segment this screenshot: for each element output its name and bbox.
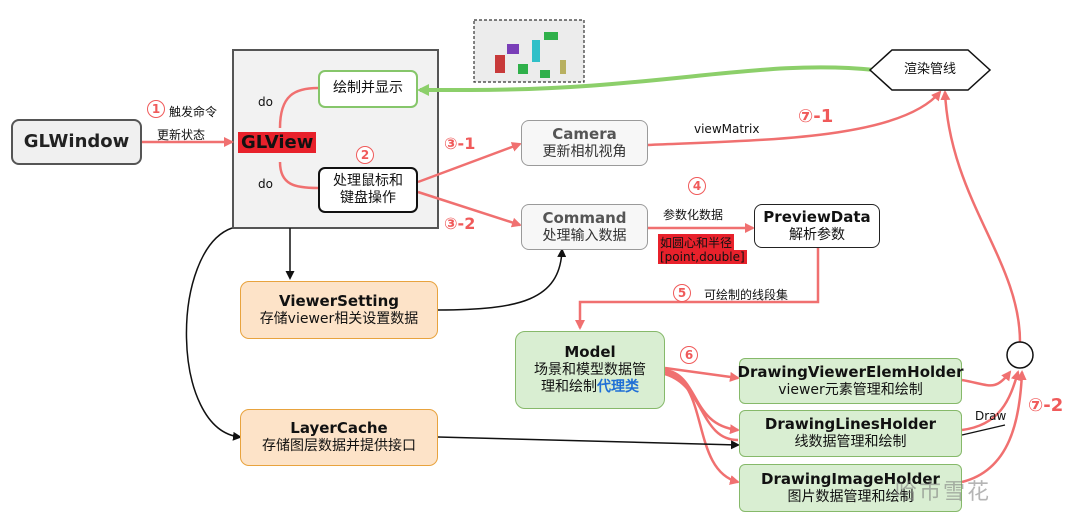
label-view-matrix: viewMatrix [694,122,760,136]
camera-title: Camera [552,124,617,143]
image-holder-title: DrawingImageHolder [761,469,940,488]
model-node: Model 场景和模型数据管 理和绘制代理类 [515,331,665,409]
step-7-1-marker: ⑦-1 [798,106,834,127]
label-update-state: 更新状态 [157,128,206,142]
step-5-marker: 5 [673,284,691,302]
watermark: 哈市雪花 [895,480,992,505]
camera-node: Camera 更新相机视角 [521,120,648,166]
previewdata-title: PreviewData [763,207,871,226]
label-example-line1: 如圆心和半径 [658,234,735,251]
label-trigger: 触发命令 [169,105,218,119]
render-pipeline-hexagon [868,49,992,91]
image-holder-subtitle: 图片数据管理和绘制 [787,488,914,505]
glwindow-node: GLWindow [11,119,142,165]
label-example-line2: [point,double] [658,250,747,264]
preview-thumbnail [473,19,585,83]
model-subtitle-plain: 理和绘制 [541,379,597,396]
image-holder-node: DrawingImageHolder 图片数据管理和绘制 [739,464,962,512]
junction-circle [1006,341,1034,369]
step-7-2-marker: ⑦-2 [1028,395,1064,416]
handle-input-node: 处理鼠标和 键盘操作 [318,167,418,213]
previewdata-subtitle: 解析参数 [789,226,845,243]
step-1-marker: 1 [147,100,165,118]
step-3-1-marker: ③-1 [444,134,476,153]
layercache-node: LayerCache 存储图层数据并提供接口 [240,409,438,466]
previewdata-node: PreviewData 解析参数 [754,204,880,248]
command-subtitle: 处理输入数据 [542,227,627,244]
model-subtitle-line1: 场景和模型数据管 [534,361,646,378]
step-6-marker: 6 [680,346,698,364]
lines-holder-node: DrawingLinesHolder 线数据管理和绘制 [739,410,962,457]
lines-holder-title: DrawingLinesHolder [764,415,937,434]
step-4-marker: 4 [688,177,706,195]
layercache-title: LayerCache [290,419,388,438]
elem-holder-subtitle: viewer元素管理和绘制 [778,381,923,398]
viewersetting-subtitle: 存储viewer相关设置数据 [259,310,419,327]
elem-holder-node: DrawingViewerElemHolder viewer元素管理和绘制 [737,358,964,404]
layercache-subtitle: 存储图层数据并提供接口 [262,438,416,455]
label-param-data: 参数化数据 [663,208,724,222]
command-title: Command [542,208,627,227]
glview-label: GLView [238,132,317,153]
step-2-marker: 2 [356,146,374,164]
draw-display-node: 绘制并显示 [318,70,418,108]
label-do-bottom: do [258,177,273,191]
step-3-2-marker: ③-2 [444,214,476,233]
label-do-top: do [258,95,273,109]
glwindow-title: GLWindow [23,130,130,152]
model-title: Model [564,343,616,362]
label-draw: Draw [975,409,1007,423]
viewersetting-title: ViewerSetting [279,291,399,310]
label-drawable-lines: 可绘制的线段集 [704,288,789,302]
model-subtitle-line2: 理和绘制代理类 [541,379,639,397]
lines-holder-subtitle: 线数据管理和绘制 [794,434,907,451]
model-subtitle-highlight: 代理类 [597,379,639,396]
render-pipeline-label: 渲染管线 [903,61,956,77]
elem-holder-title: DrawingViewerElemHolder [737,362,964,381]
camera-subtitle: 更新相机视角 [542,143,627,160]
command-node: Command 处理输入数据 [521,204,648,250]
viewersetting-node: ViewerSetting 存储viewer相关设置数据 [240,281,438,339]
